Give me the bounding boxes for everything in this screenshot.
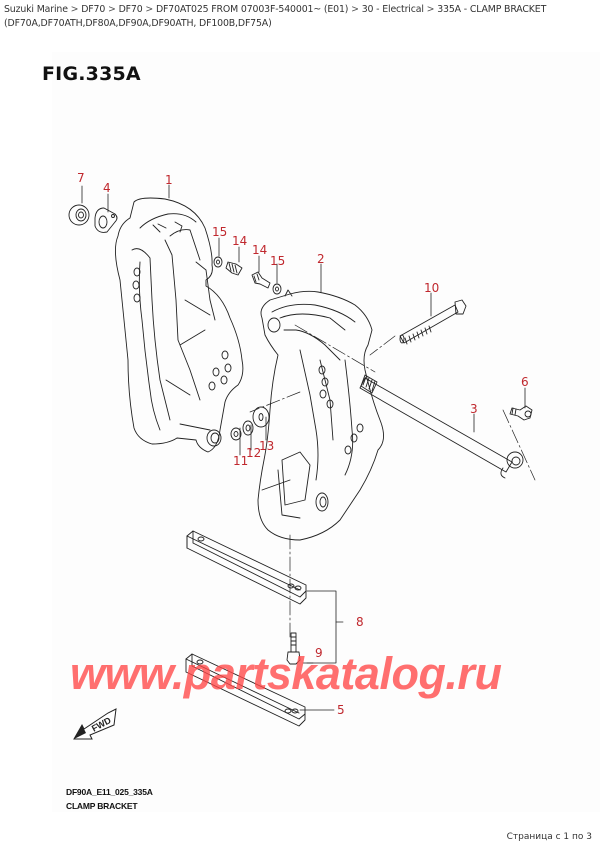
callout-12[interactable]: 12 [246,446,262,460]
breadcrumb-item-electrical[interactable]: 30 - Electrical [361,4,424,15]
breadcrumb-separator: > [351,4,359,15]
breadcrumb-item-serial[interactable]: DF70AT025 FROM 07003F-540001~ (E01) [155,4,349,15]
bolt-part-14-b [251,271,271,289]
callout-15a[interactable]: 15 [212,225,228,239]
washer-part-12 [242,420,254,436]
nut-part-7 [68,204,90,226]
callout-4[interactable]: 4 [103,181,111,195]
callout-5[interactable]: 5 [337,703,345,717]
washer-part-15-a [213,256,223,268]
breadcrumb-item-df70[interactable]: DF70 [81,4,106,15]
bolt-part-6 [509,405,533,421]
callout-7[interactable]: 7 [77,171,85,185]
callout-10[interactable]: 10 [424,281,440,295]
plate-part-4 [94,207,118,233]
center-lines [249,324,536,641]
callout-11[interactable]: 11 [233,454,249,468]
breadcrumb: Suzuki Marine > DF70 > DF70 > DF70AT025 … [4,3,596,31]
callout-3[interactable]: 3 [470,402,478,416]
callout-15b[interactable]: 15 [270,254,286,268]
breadcrumb-separator: > [70,4,79,15]
anode-plate-part-5 [185,653,306,727]
callout-13[interactable]: 13 [259,439,275,453]
figure-caption: CLAMP BRACKET [66,801,138,811]
fwd-arrow-icon: FWD [73,708,117,740]
clamp-bracket-right-part-2 [257,289,384,541]
callout-14b[interactable]: 14 [252,243,268,257]
clamp-bracket-left-part-1 [115,197,244,453]
shaft-part-3 [359,374,524,479]
watermark: www.partskatalog.ru [70,648,502,699]
page-indicator: Страница с 1 по 3 [506,832,592,842]
callout-6[interactable]: 6 [521,375,529,389]
callout-2[interactable]: 2 [317,252,325,266]
diagram-sheet [52,52,600,812]
breadcrumb-current: 335A - CLAMP BRACKET (DF70A,DF70ATH,DF80… [4,4,547,29]
callout-1[interactable]: 1 [165,173,173,187]
anode-assembly-part-8 [186,530,307,605]
breadcrumb-item-suzuki-marine[interactable]: Suzuki Marine [4,4,68,15]
callout-14a[interactable]: 14 [232,234,248,248]
leader-lines [81,184,526,711]
breadcrumb-separator: > [145,4,154,15]
breadcrumb-separator: > [426,4,435,15]
figure-title: FIG.335A [42,63,141,85]
bolt-part-14-a [225,261,243,276]
callout-8[interactable]: 8 [356,615,364,629]
washer-part-13 [252,406,270,428]
breadcrumb-separator: > [108,4,116,15]
callout-9[interactable]: 9 [315,646,323,660]
bolt-part-9 [286,632,301,665]
bolt-part-10 [399,299,467,345]
washer-part-15-b [272,283,282,295]
figure-code: DF90A_E11_025_335A [66,787,153,797]
nut-part-11 [230,427,242,441]
breadcrumb-item-df70-model[interactable]: DF70 [118,4,143,15]
